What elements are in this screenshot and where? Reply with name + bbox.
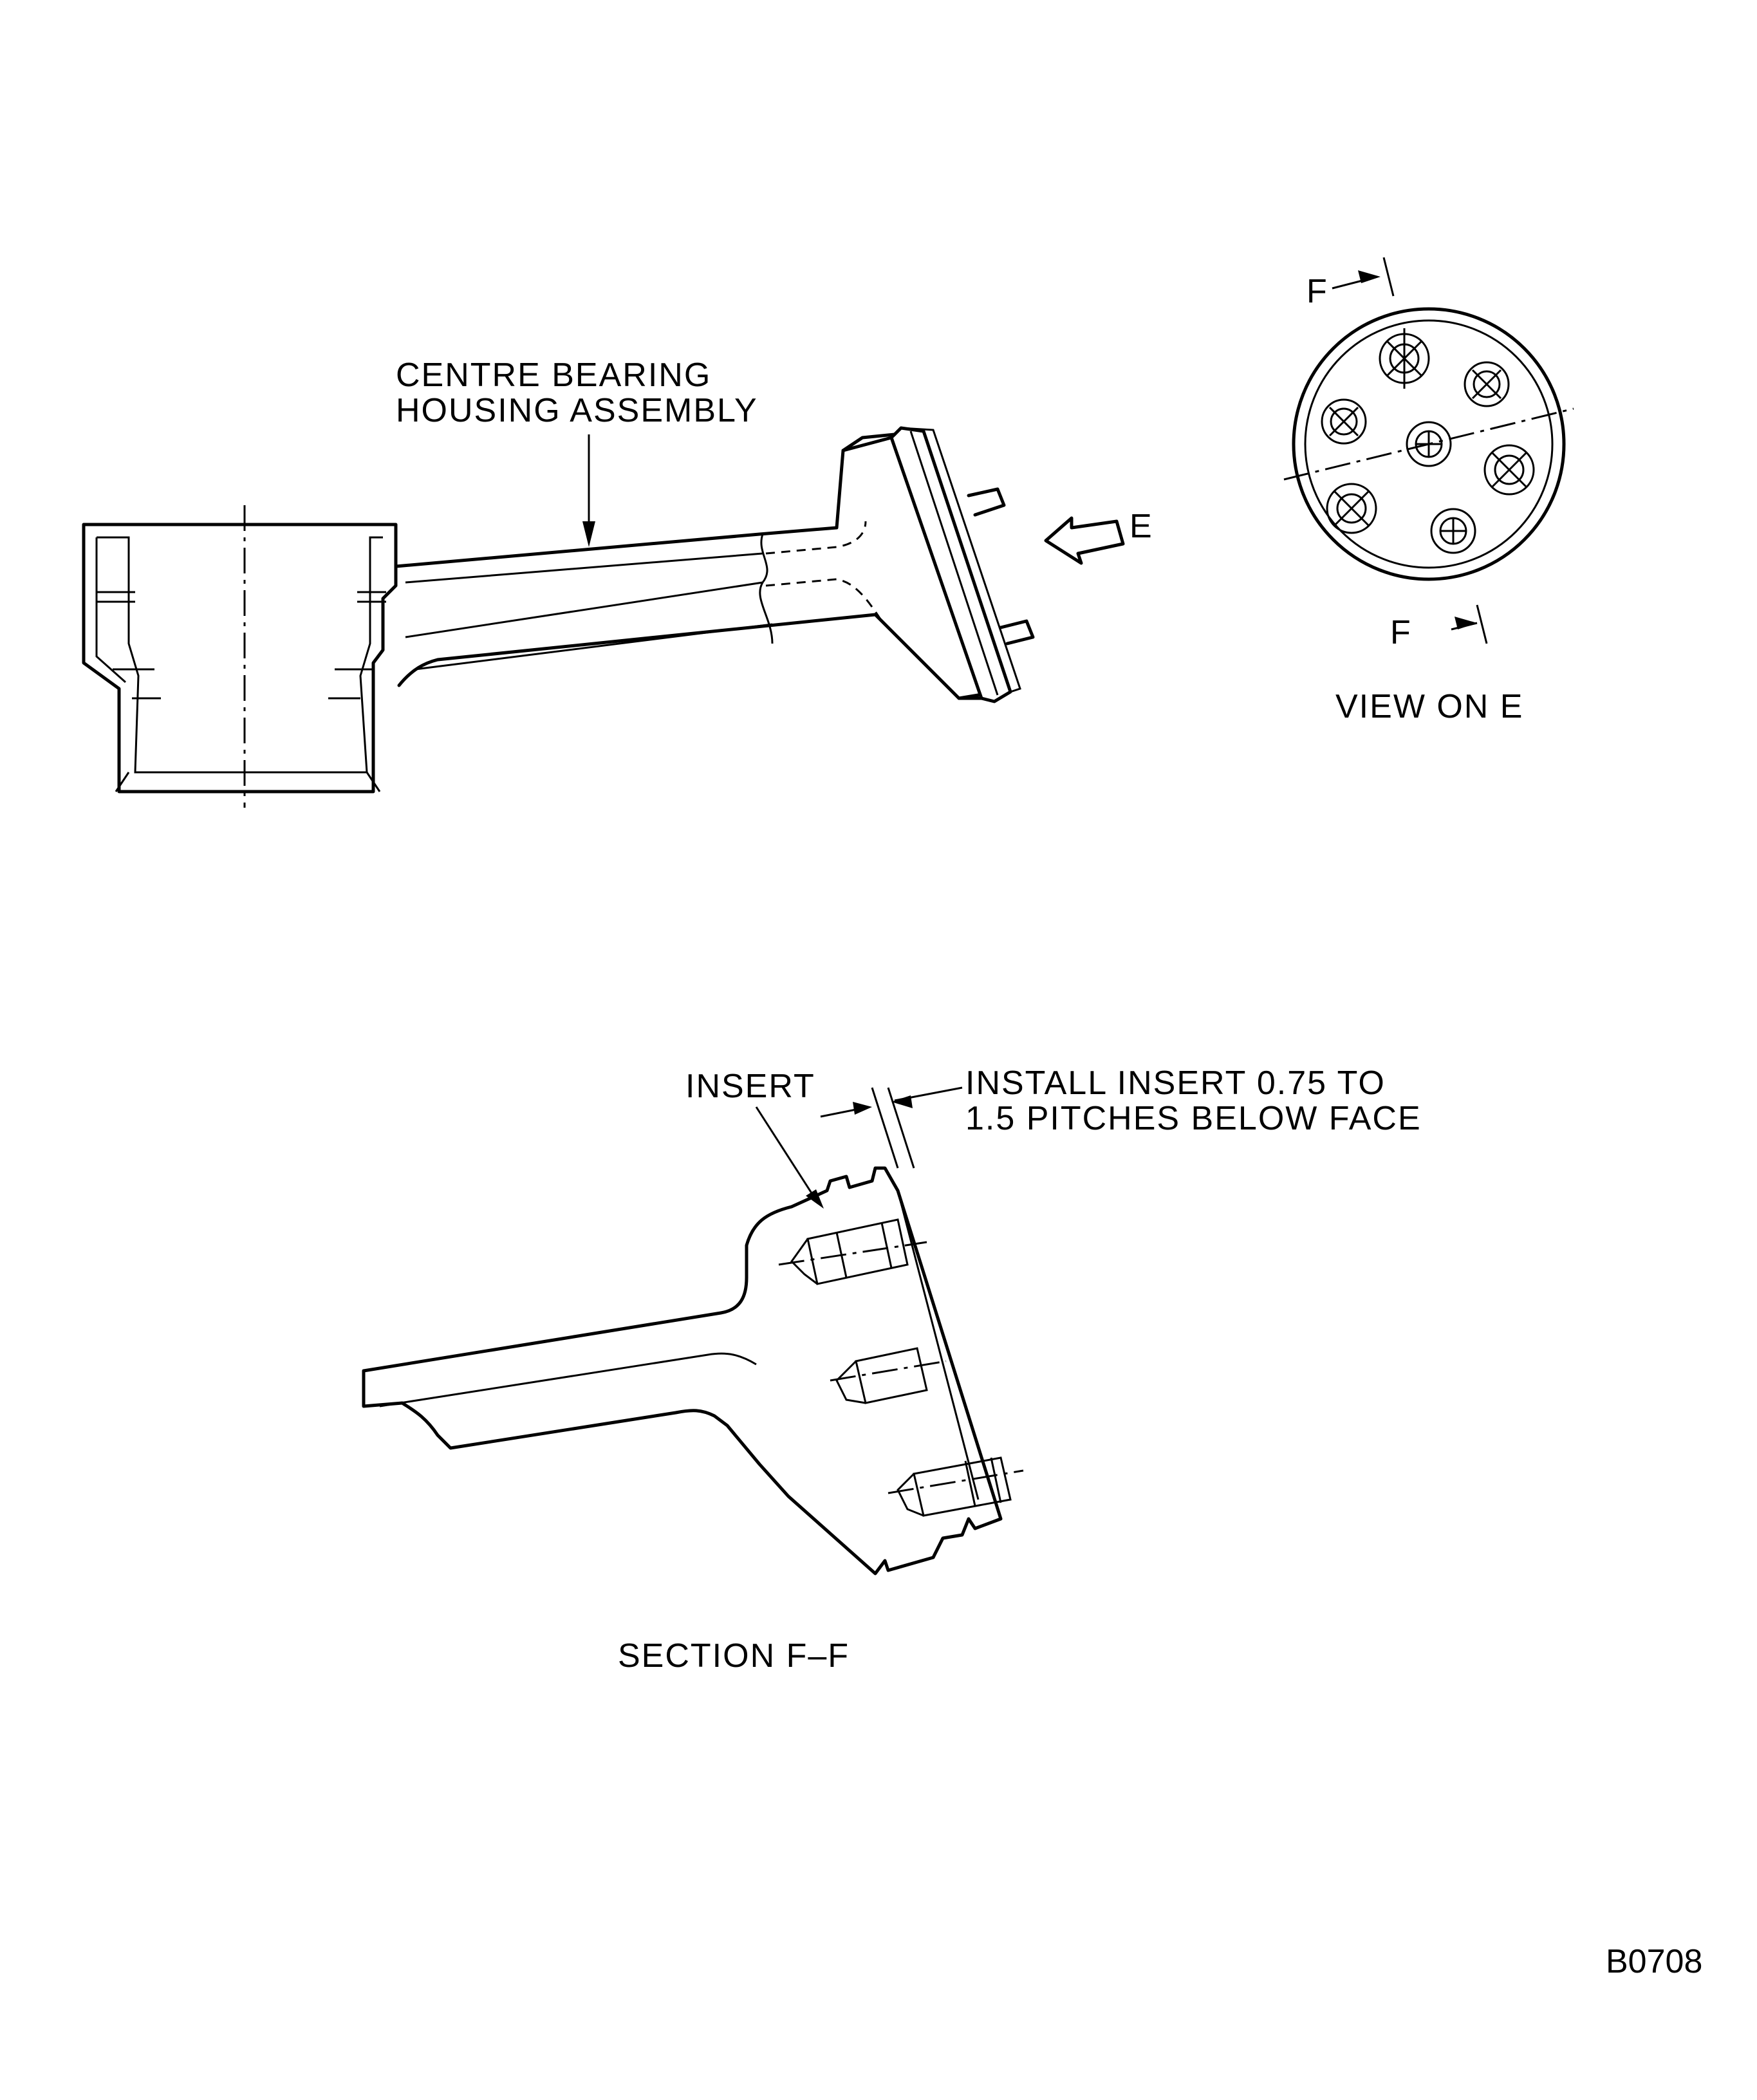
centre-bearing-label-line2: HOUSING ASSEMBLY — [396, 392, 758, 429]
section-marker-bottom: F — [1390, 614, 1412, 651]
view-on-e-caption: VIEW ON E — [1335, 688, 1523, 725]
insert-label: INSERT — [685, 1068, 815, 1105]
centre-bearing-housing-side-view — [82, 426, 1125, 808]
centre-bearing-label-line1: CENTRE BEARING — [396, 357, 711, 394]
view-arrow-letter: E — [1130, 508, 1153, 545]
figure-id: B0708 — [1606, 1943, 1702, 1980]
view-on-e-diagram — [1283, 257, 1574, 644]
section-marker-top: F — [1306, 273, 1328, 310]
install-note-line2: 1.5 PITCHES BELOW FACE — [965, 1100, 1422, 1137]
section-ff-caption: SECTION F–F — [618, 1637, 850, 1675]
section-ff-diagram — [362, 1086, 1024, 1575]
install-note-line1: INSTALL INSERT 0.75 TO — [965, 1064, 1386, 1102]
